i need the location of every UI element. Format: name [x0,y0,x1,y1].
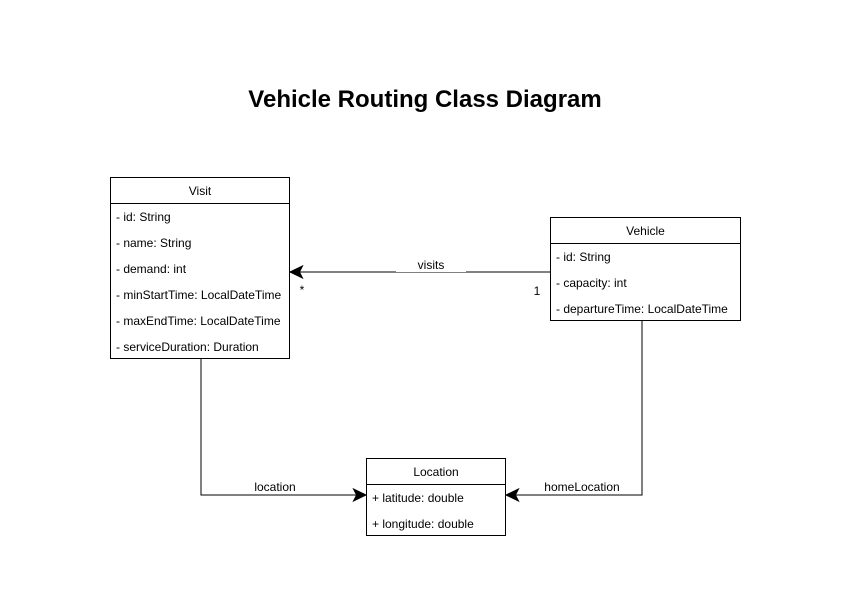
class-visit-attribute: - id: String [116,210,171,224]
class-vehicle-attribute: - id: String [556,250,611,264]
visits-edge-label: visits [396,258,466,272]
location-arrowhead-icon [352,487,368,503]
class-vehicle-attribute: - departureTime: LocalDateTime [556,302,728,316]
class-visit-attribute: - demand: int [116,262,187,276]
home-location-edge-label: homeLocation [536,480,628,494]
class-visit-attribute: - serviceDuration: Duration [116,340,259,354]
class-visit-attribute: - minStartTime: LocalDateTime [116,288,282,302]
class-visit-title: Visit [111,178,289,204]
class-location-attribute: + latitude: double [372,491,464,505]
class-location-attribute: + longitude: double [372,517,474,531]
class-location: Location + latitude: double + longitude:… [366,458,506,536]
location-edge-label: location [240,480,310,494]
home-location-arrowhead-icon [504,487,520,503]
class-vehicle: Vehicle - id: String - capacity: int - d… [550,217,741,321]
home-location-edge-line [516,321,643,496]
diagram-title: Vehicle Routing Class Diagram [248,86,602,113]
class-visit-attribute: - maxEndTime: LocalDateTime [116,314,281,328]
class-visit: Visit - id: String - name: String - dema… [110,177,290,359]
class-vehicle-title: Vehicle [551,218,740,244]
visits-target-multiplicity: * [296,283,308,297]
visits-source-multiplicity: 1 [530,284,544,298]
visits-arrowhead-icon [288,264,304,280]
location-edge-line [200,359,357,496]
class-location-title: Location [367,459,505,485]
class-vehicle-attribute: - capacity: int [556,276,627,290]
class-visit-attribute: - name: String [116,236,192,250]
